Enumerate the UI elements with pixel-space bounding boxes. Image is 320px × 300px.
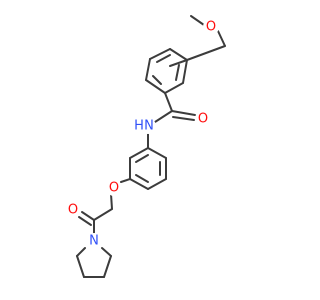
bond	[81, 211, 95, 221]
bond	[147, 178, 167, 190]
atom-label-nitrogen: N	[89, 234, 99, 249]
atom-label-bg	[140, 118, 156, 134]
bond	[186, 45, 226, 61]
bond	[169, 59, 188, 67]
bond	[190, 15, 205, 26]
atom-label-oxygen: O	[68, 203, 78, 218]
bond	[78, 216, 92, 226]
molecule-structure: O O H N O O N	[65, 15, 226, 278]
bond	[156, 54, 171, 63]
atom-label-bg	[65, 202, 81, 218]
bond	[175, 64, 180, 81]
atom-label-bg	[106, 180, 122, 196]
bond	[76, 255, 85, 278]
bond	[171, 110, 196, 116]
bond	[129, 147, 149, 159]
bond	[110, 193, 113, 210]
bond	[169, 48, 188, 61]
bond	[149, 48, 171, 60]
bond	[147, 147, 167, 159]
bond	[164, 82, 184, 94]
atom-label-oxygen: O	[206, 20, 216, 35]
bond	[217, 30, 226, 47]
atom-label-oxygen: O	[198, 112, 208, 127]
atom-label-hydrogen: H	[134, 119, 144, 134]
bond-layer	[76, 15, 226, 278]
bond	[101, 247, 112, 257]
atom-layer: O O H N O O N	[65, 19, 219, 249]
bond	[145, 58, 151, 81]
bond	[135, 174, 149, 183]
atom-label-nitrogen: N	[144, 119, 154, 134]
atom-label-bg	[203, 19, 219, 35]
bond	[76, 247, 86, 257]
bond	[154, 110, 173, 123]
bond	[120, 178, 131, 183]
bond	[103, 255, 112, 278]
atom-label-oxygen: O	[109, 181, 119, 196]
bond	[135, 154, 149, 163]
bond	[93, 208, 113, 221]
atom-label-bg	[86, 233, 102, 249]
bond	[172, 116, 195, 121]
bond	[145, 79, 166, 94]
bond	[152, 75, 162, 85]
atom-label-bg	[195, 111, 211, 127]
bond	[164, 92, 173, 112]
bond	[129, 178, 149, 190]
bond	[182, 59, 188, 84]
